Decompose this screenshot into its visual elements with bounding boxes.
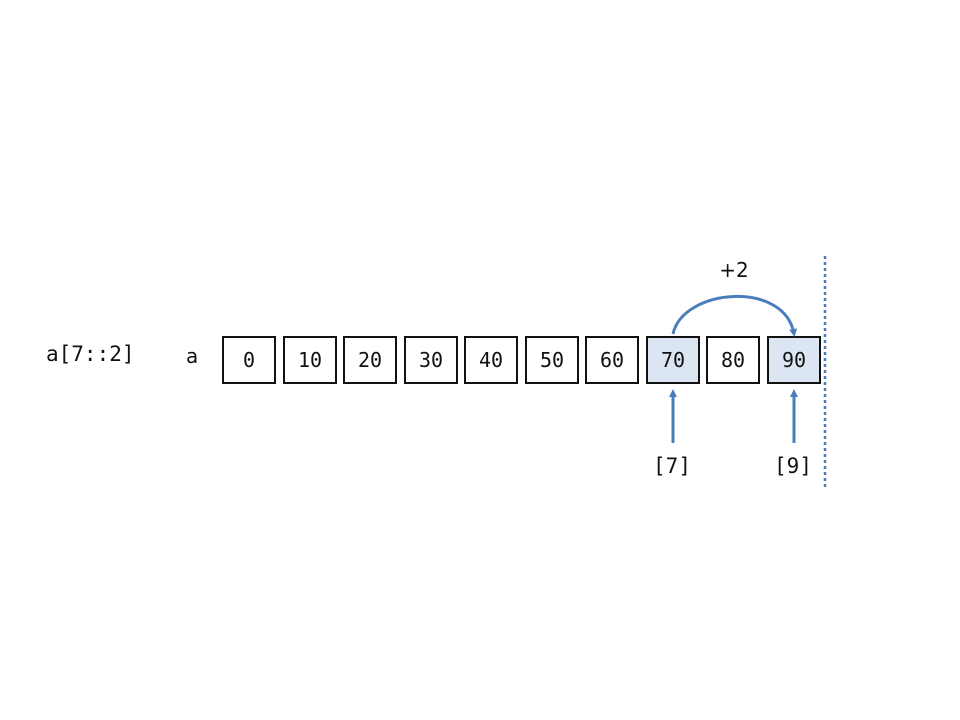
array-cell-6: 60 [585, 336, 639, 384]
array-cell-2: 20 [343, 336, 397, 384]
array-name: a [186, 344, 199, 368]
array-cell-1: 10 [283, 336, 337, 384]
array-cell-9: 90 [767, 336, 821, 384]
slice-expression: a[7::2] [46, 342, 135, 366]
index-label-end: [9] [774, 454, 812, 478]
step-arc-arrow [671, 294, 798, 337]
array-cell-0: 0 [222, 336, 276, 384]
array-cell-4: 40 [464, 336, 518, 384]
array-cell-8: 80 [706, 336, 760, 384]
step-label: +2 [719, 258, 749, 282]
array-cell-3: 30 [404, 336, 458, 384]
array-cell-7: 70 [646, 336, 700, 384]
array-cell-5: 50 [525, 336, 579, 384]
index-label-start: [7] [653, 454, 691, 478]
